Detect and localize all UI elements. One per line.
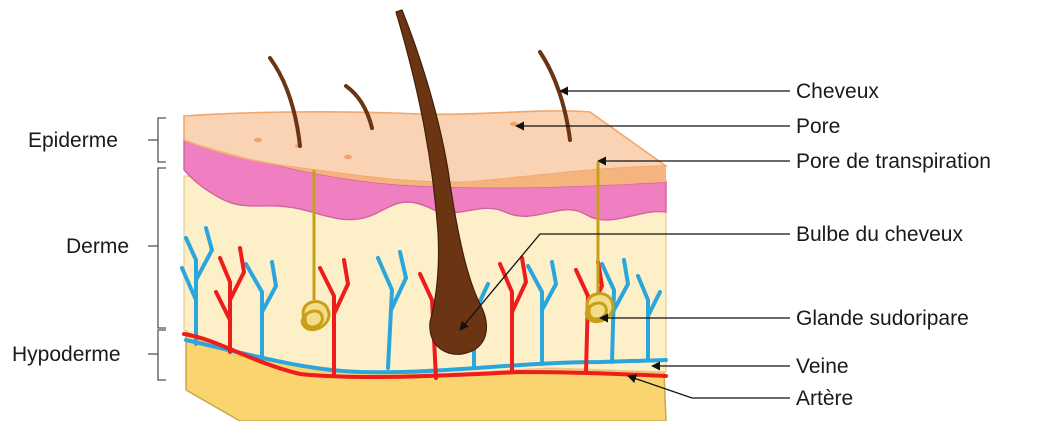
label-epidermis: Epiderme	[28, 129, 118, 152]
label-artery: Artère	[796, 387, 853, 410]
pore	[344, 155, 352, 159]
pore	[254, 138, 262, 142]
label-pore: Pore	[796, 115, 840, 138]
label-hypodermis: Hypoderme	[12, 343, 121, 366]
label-sweat-pore: Pore de transpiration	[796, 150, 991, 173]
label-dermis: Derme	[66, 235, 129, 258]
layer-brackets	[148, 118, 166, 380]
label-sweat-gland: Glande sudoripare	[796, 307, 969, 330]
label-hair: Cheveux	[796, 80, 879, 103]
label-hair-bulb: Bulbe du cheveux	[796, 223, 963, 246]
label-vein: Veine	[796, 355, 849, 378]
